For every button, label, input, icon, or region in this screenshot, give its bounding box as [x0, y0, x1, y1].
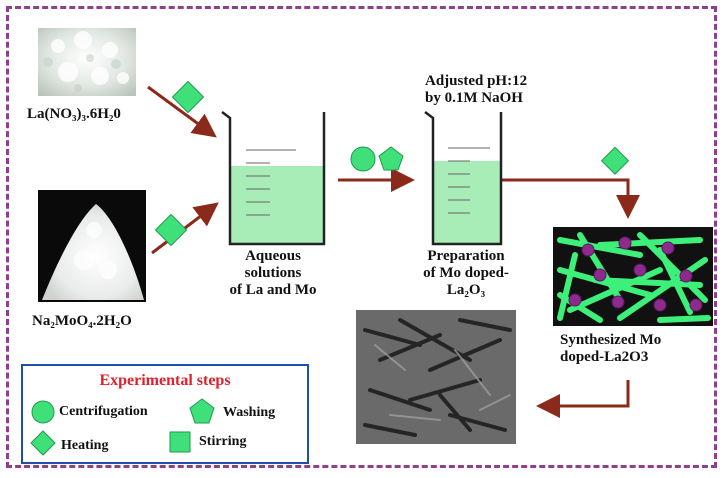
- beaker-mixed-solution: [221, 111, 326, 246]
- experimental-steps-legend: Experimental steps Centrifugation Washin…: [21, 364, 309, 464]
- aqueous-line-1: Aqueous: [245, 248, 301, 264]
- heating-diamond-icon: [600, 146, 630, 175]
- arrow-beaker2-to-nanorods: [497, 178, 640, 219]
- prep-line-2: of Mo doped-: [423, 265, 509, 281]
- washing-pentagon-icon: [378, 146, 404, 171]
- ph-line-1: Adjusted pH:12: [425, 73, 528, 89]
- ph-adjust-label: Adjusted pH:12 by 0.1M NaOH: [425, 73, 527, 107]
- aqueous-solutions-label: Aqueous solutions of La and Mo: [217, 248, 329, 299]
- aqueous-line-3: of La and Mo: [229, 282, 317, 298]
- legend-centrifugation: Centrifugation: [59, 404, 148, 419]
- arrow-la-to-beaker: [147, 85, 217, 138]
- arrow-nanorods-to-tem: [536, 380, 630, 418]
- heating-diamond-icon: [171, 80, 205, 114]
- legend-stirring: Stirring: [199, 434, 247, 449]
- synthesized-label: Synthesized Mo doped-La2O3: [560, 332, 661, 366]
- stirring-square-icon: [169, 431, 191, 453]
- la-nitrate-label: La(NO₃)₃.6H₂0: [27, 106, 121, 122]
- legend-washing: Washing: [223, 405, 276, 420]
- dashed-frame: [6, 6, 717, 468]
- legend-heating: Heating: [61, 438, 109, 453]
- legend-title: Experimental steps: [99, 372, 231, 389]
- beaker-ph-adjusted: [424, 111, 503, 246]
- prep-line-1: Preparation: [427, 248, 505, 264]
- aqueous-line-2: solutions: [244, 265, 302, 281]
- heating-diamond-icon: [30, 430, 56, 456]
- na-molybdate-label: Na₂MoO₄.2H₂O: [32, 313, 132, 329]
- centrifugation-circle-icon: [31, 400, 55, 424]
- centrifugation-circle-icon: [350, 146, 376, 172]
- ph-line-2: by 0.1M NaOH: [425, 90, 523, 106]
- heating-diamond-icon: [154, 213, 188, 247]
- washing-pentagon-icon: [189, 398, 215, 424]
- la-nitrate-powder-photo: [38, 28, 136, 96]
- synth-line-1: Synthesized Mo: [560, 332, 662, 348]
- mo-doped-nanorods-illustration: [553, 227, 713, 326]
- prep-line-3: La₂O₃: [446, 282, 486, 298]
- synth-line-2: doped-La2O3: [560, 349, 649, 365]
- preparation-label: Preparation of Mo doped- La₂O₃: [411, 248, 521, 299]
- tem-micrograph: [356, 310, 516, 444]
- na-molybdate-powder-photo: [38, 190, 146, 302]
